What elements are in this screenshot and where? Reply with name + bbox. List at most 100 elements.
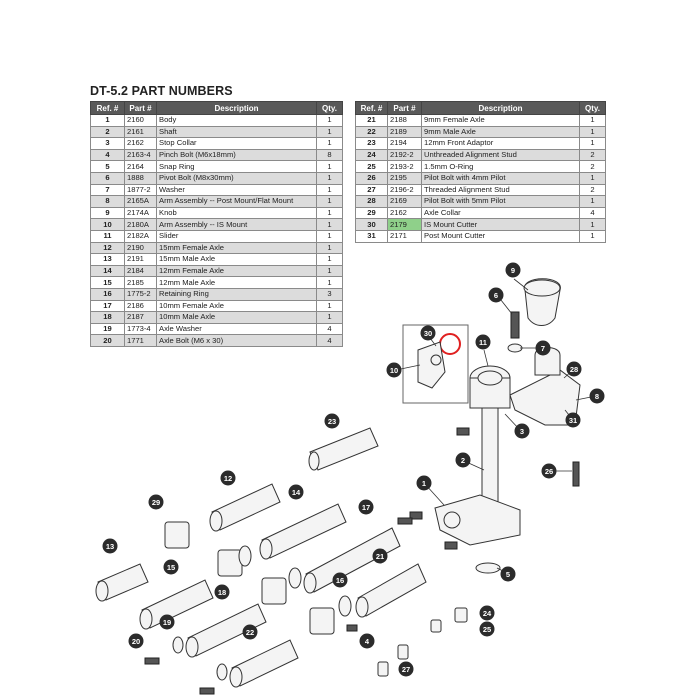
cell-qty: 1: [316, 229, 343, 243]
cell-ref: 8: [90, 195, 125, 208]
callout-11: 11: [475, 334, 491, 350]
cell-description: Pivot Bolt (M8x30mm): [156, 171, 317, 185]
cell-description: Arm Assembly -- IS Mount: [156, 218, 317, 231]
cell-ref: 9: [90, 206, 125, 220]
washers: [172, 545, 352, 681]
callout-label: 20: [132, 637, 140, 646]
callout-29: 29: [148, 494, 164, 510]
cell-qty: 1: [579, 125, 606, 139]
callout-7: 7: [535, 340, 551, 356]
header-part: Part #: [387, 101, 422, 115]
cell-description: 1.5mm O-Ring: [421, 160, 580, 173]
callout-20: 20: [128, 633, 144, 649]
axle-23: [308, 427, 379, 471]
callout-label: 8: [595, 392, 599, 401]
header-ref: Ref. #: [355, 101, 388, 115]
callout-label: 28: [570, 365, 578, 374]
cell-description: IS Mount Cutter: [421, 218, 580, 231]
callout-9: 9: [505, 262, 521, 278]
callout-6: 6: [488, 287, 504, 303]
cell-part-number: 1771: [124, 334, 157, 347]
cell-qty: 1: [579, 195, 606, 208]
callout-23: 23: [324, 413, 340, 429]
callout-label: 1: [422, 479, 426, 488]
cell-qty: 1: [316, 195, 343, 208]
callout-label: 5: [506, 570, 510, 579]
callout-label: 22: [246, 628, 254, 637]
cell-qty: 1: [316, 125, 343, 139]
callout-10: 10: [386, 362, 402, 378]
header-description: Description: [156, 101, 317, 115]
header-qty: Qty.: [316, 101, 343, 115]
axle-bolts: [144, 517, 413, 695]
cell-description: Axle Bolt (M6 x 30): [156, 334, 317, 347]
callout-label: 18: [218, 588, 226, 597]
alignment-studs: [377, 607, 468, 677]
callout-3: 3: [514, 423, 530, 439]
page-title: DT-5.2 PART NUMBERS: [90, 84, 233, 98]
cell-description: Axle Collar: [421, 206, 580, 220]
callout-label: 26: [545, 467, 553, 476]
callout-label: 30: [424, 329, 432, 338]
cell-ref: 16: [90, 287, 125, 301]
cell-description: Pinch Bolt (M6x18mm): [156, 148, 317, 162]
axle-12: [209, 483, 281, 532]
axle-18: [185, 603, 267, 658]
cell-description: Threaded Alignment Stud: [421, 183, 580, 197]
callout-21: 21: [372, 548, 388, 564]
callout-label: 15: [167, 563, 175, 572]
callout-1: 1: [416, 475, 432, 491]
cell-description: Post Mount Cutter: [421, 229, 580, 243]
callout-25: 25: [479, 621, 495, 637]
cell-description: 15mm Female Axle: [156, 241, 317, 255]
cell-qty: 2: [579, 148, 606, 162]
callout-2: 2: [455, 452, 471, 468]
cell-qty: 1: [316, 160, 343, 173]
table-header-row: Ref. # Part # Description Qty.: [355, 101, 606, 115]
cell-description: Arm Assembly -- Post Mount/Flat Mount: [156, 195, 317, 208]
callout-label: 10: [390, 366, 398, 375]
inset-box: [402, 324, 469, 404]
callout-13: 13: [102, 538, 118, 554]
callout-8: 8: [589, 388, 605, 404]
cell-description: Stop Collar: [156, 137, 317, 150]
cell-ref: 2: [90, 125, 125, 139]
callout-label: 17: [362, 503, 370, 512]
callout-28: 28: [566, 361, 582, 377]
cell-qty: 1: [316, 183, 343, 197]
axle-17: [303, 527, 401, 594]
header-part: Part #: [124, 101, 157, 115]
axle-collar: [164, 521, 335, 635]
callout-label: 14: [292, 488, 301, 497]
callout-4: 4: [359, 633, 375, 649]
cell-ref: 3: [90, 137, 125, 150]
cell-ref: 25: [355, 160, 388, 173]
cell-part-number: 2193-2: [387, 160, 422, 173]
callout-label: 31: [569, 416, 577, 425]
callout-label: 6: [494, 291, 498, 300]
cell-qty: 1: [316, 241, 343, 255]
highlight-circle: [439, 333, 461, 355]
body: [434, 494, 521, 546]
table-header-row: Ref. # Part # Description Qty.: [90, 101, 343, 115]
header-qty: Qty.: [579, 101, 606, 115]
cell-qty: 4: [316, 334, 343, 347]
callout-17: 17: [358, 499, 374, 515]
cell-qty: 1: [316, 218, 343, 231]
